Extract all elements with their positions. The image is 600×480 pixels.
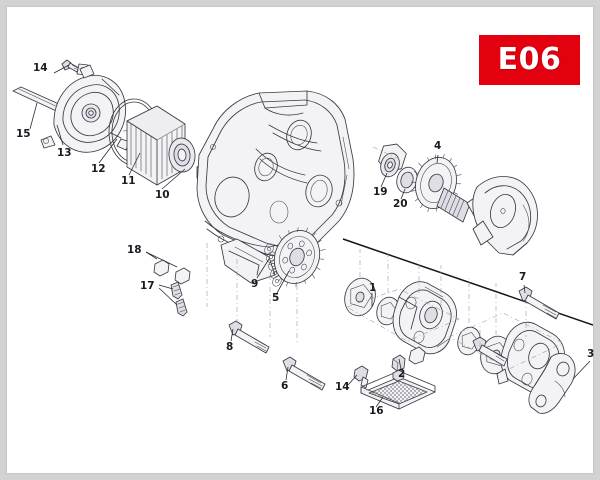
part-crank-bearing	[378, 143, 407, 178]
callout-number: 13	[57, 147, 72, 159]
callout-number: 7	[519, 271, 527, 283]
part-dowel-pin	[170, 281, 188, 317]
diagram-code-label: E06	[497, 42, 562, 77]
callout-number: 16	[369, 405, 384, 417]
callout-number: 2	[398, 368, 406, 380]
part-strainer-bolt	[353, 365, 369, 389]
callout-number: 3	[587, 348, 595, 360]
part-flange-bolt-pump	[472, 336, 508, 367]
callout-number: 14	[335, 381, 350, 393]
projection-guides	[206, 146, 564, 370]
part-locating-bush	[153, 259, 191, 285]
diagram-code-badge: E06	[479, 35, 580, 85]
part-flange-bolt-short	[228, 320, 270, 354]
part-drain-plug-bolt-top	[61, 59, 80, 73]
callout-number: 18	[127, 244, 142, 256]
callout-number: 12	[91, 163, 106, 175]
callout-number: 4	[434, 140, 442, 152]
callout-number: 20	[393, 198, 408, 210]
callout-number: 19	[373, 186, 388, 198]
part-outer-rotor-left	[344, 277, 376, 317]
part-oil-pump-driven-sprocket	[268, 227, 326, 287]
callout-number: 6	[281, 380, 289, 392]
part-oil-strainer-screen	[360, 369, 436, 410]
callout-number: 11	[121, 175, 136, 187]
part-oil-pump-bracket	[528, 353, 576, 414]
callout-number: 1	[369, 282, 377, 294]
callout-leaders	[29, 64, 591, 408]
parts-illustration: .ln { fill:none; stroke:#3a3a46; stroke-…	[12, 59, 593, 414]
part-oil-filter-cartridge	[126, 105, 196, 186]
callout-number: 14	[33, 62, 48, 74]
callout-number: 17	[140, 280, 155, 292]
part-crankcase-housing	[196, 90, 355, 284]
part-crankshaft	[436, 176, 538, 256]
diagram-plate: .ln { fill:none; stroke:#3a3a46; stroke-…	[7, 7, 595, 473]
callout-number: 15	[16, 128, 31, 140]
callout-number: 5	[272, 292, 280, 304]
part-oil-pump-body	[392, 281, 457, 365]
part-flange-bolt-long	[282, 356, 326, 391]
callout-number: 8	[226, 341, 234, 353]
callout-number: 9	[251, 278, 259, 290]
callout-number: 10	[155, 189, 170, 201]
part-flange-bolt-upper	[518, 286, 560, 320]
part-oil-pump-plug	[391, 354, 406, 373]
